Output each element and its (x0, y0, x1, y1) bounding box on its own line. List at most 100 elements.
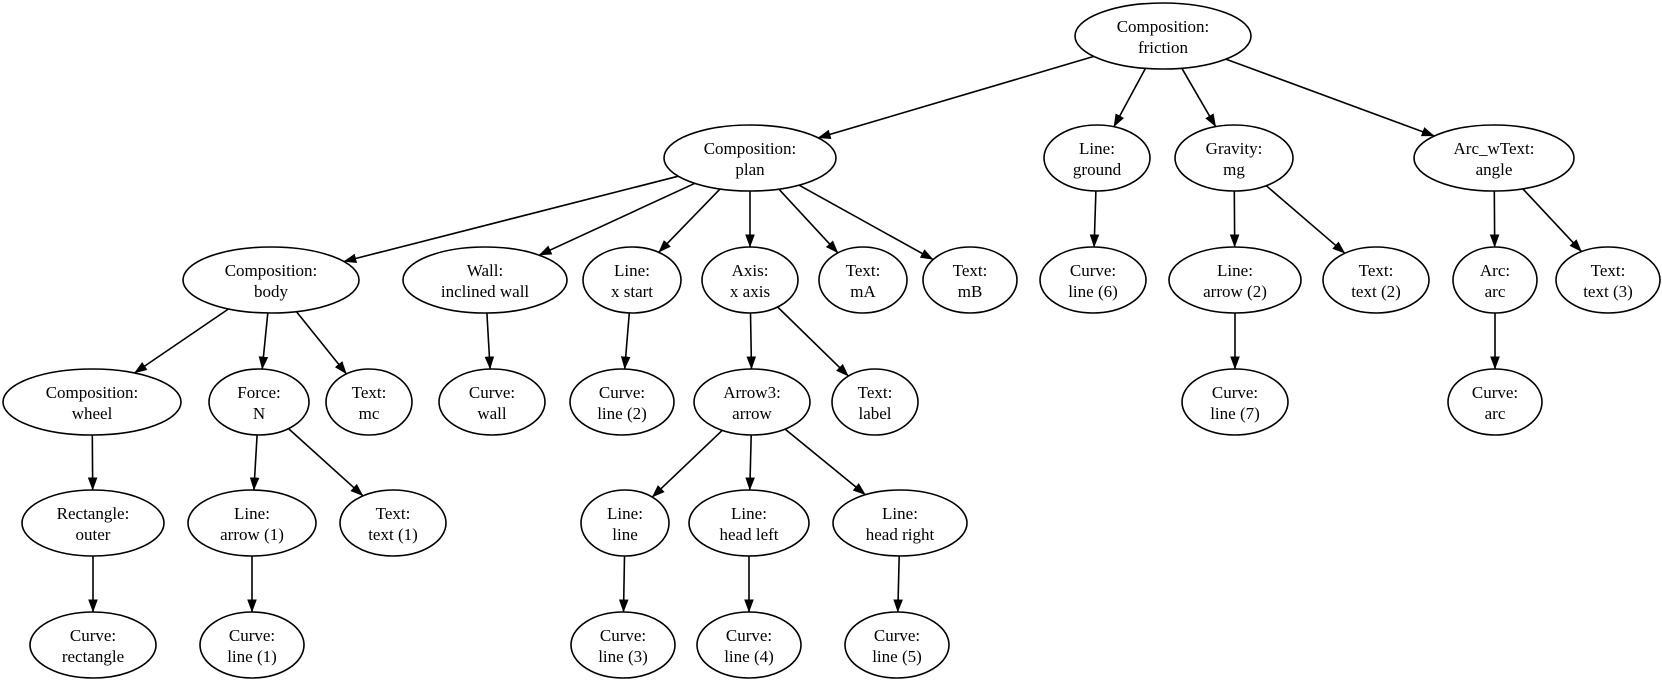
line-7-ellipse (1181, 368, 1289, 436)
head-right-label: Line:head right (866, 504, 935, 544)
inclined-wall-label: Wall:inclined wall (441, 261, 530, 301)
x-start-label-line1: Line: (614, 261, 650, 280)
line-3-label-line1: Curve: (600, 626, 646, 645)
wheel-label-line1: Composition: (46, 383, 139, 402)
line-6-label-line1: Curve: (1070, 261, 1116, 280)
curve-rect-label-line2: rectangle (62, 647, 124, 666)
line-5-label-line2: line (5) (872, 647, 922, 666)
curve-rect-label-line1: Curve: (70, 626, 116, 645)
inclined-wall-ellipse (402, 246, 568, 314)
line-node-label-line1: Line: (607, 504, 643, 523)
plan-label-line1: Composition: (704, 139, 797, 158)
edge-ground-to-line-6 (1089, 190, 1100, 248)
ground-label-line1: Line: (1079, 139, 1115, 158)
line-5-ellipse (844, 611, 950, 679)
edge-x-axis-to-text-label (777, 306, 849, 377)
node-head-right: Line:head right (832, 489, 968, 557)
line-2-label: Curve:line (2) (597, 383, 647, 423)
text-mb-label-line2: mB (958, 282, 983, 301)
node-line-2: Curve:line (2) (569, 368, 675, 436)
outer-label: Rectangle:outer (57, 504, 130, 544)
edge-body-to-text-mc (295, 311, 348, 375)
node-line-6: Curve:line (6) (1039, 246, 1147, 314)
x-axis-label-line2: x axis (730, 282, 770, 301)
line-3-label-line2: line (3) (598, 647, 648, 666)
text-3-label-line2: text (3) (1583, 282, 1633, 301)
inclined-wall-label-line2: inclined wall (441, 282, 530, 301)
edge-arrow3-to-head-left (745, 434, 755, 491)
line-1-label: Curve:line (1) (227, 626, 277, 666)
arrow-2-label-line1: Line: (1217, 261, 1253, 280)
curve-wall-label-line1: Curve: (469, 383, 515, 402)
arc-label: Arc:arc (1480, 261, 1510, 301)
angle-ellipse (1413, 124, 1575, 192)
text-3-ellipse (1555, 246, 1661, 314)
plan-label-line2: plan (735, 160, 765, 179)
edge-friction-to-plan (817, 55, 1095, 139)
angle-label-line2: angle (1476, 160, 1513, 179)
line-1-label-line1: Curve: (229, 626, 275, 645)
outer-ellipse (21, 489, 165, 557)
edge-body-to-force-n (258, 312, 269, 370)
x-start-label: Line:x start (611, 261, 653, 301)
curve-rect-label: Curve: rectangle (62, 626, 124, 666)
line-3-label: Curve: line (3) (598, 626, 648, 666)
edge-force-n-to-text-1 (287, 428, 364, 497)
node-mg: Gravity:mg (1174, 124, 1294, 192)
node-arc: Arc:arc (1452, 246, 1538, 314)
line-4-label-line2: line (4) (724, 647, 774, 666)
node-arrow-1: Line:arrow (1) (187, 489, 317, 557)
line-7-label-line1: Curve: (1212, 383, 1258, 402)
mg-ellipse (1174, 124, 1294, 192)
node-x-axis: Axis:x axis (701, 246, 799, 314)
line-2-ellipse (569, 368, 675, 436)
body-label-line1: Composition: (225, 261, 318, 280)
node-wheel: Composition:wheel (2, 368, 182, 436)
force-n-label-line1: Force: (237, 383, 280, 402)
text-ma-label: Text:mA (846, 261, 881, 301)
plan-ellipse (663, 124, 837, 192)
text-1-label-line1: Text: (376, 504, 411, 523)
text-mc-label-line2: mc (359, 404, 380, 423)
node-line-3: Curve: line (3) (570, 611, 676, 679)
text-3-label-line1: Text: (1591, 261, 1626, 280)
node-body: Composition:body (182, 246, 360, 314)
text-1-label-line2: text (1) (368, 525, 418, 544)
arrow-2-label: Line:arrow (2) (1203, 261, 1267, 301)
text-label-label-line1: Text: (858, 383, 893, 402)
arrow-1-label-line1: Line: (234, 504, 270, 523)
x-axis-ellipse (701, 246, 799, 314)
force-n-ellipse (208, 368, 310, 436)
text-2-ellipse (1322, 246, 1430, 314)
edge-mg-to-text-2 (1265, 185, 1346, 254)
edge-body-to-wheel (134, 308, 230, 374)
node-text-2: Text:text (2) (1322, 246, 1430, 314)
node-line-7: Curve:line (7) (1181, 368, 1289, 436)
line-4-label: Curve:line (4) (724, 626, 774, 666)
text-mb-label: Text:mB (953, 261, 988, 301)
head-right-label-line2: head right (866, 525, 935, 544)
node-line-node: Line:line (580, 489, 670, 557)
curve-wall-label: Curve:wall (469, 383, 515, 423)
curve-arc-ellipse (1447, 368, 1543, 436)
text-ma-label-line2: mA (850, 282, 876, 301)
arrow-1-ellipse (187, 489, 317, 557)
line-3-ellipse (570, 611, 676, 679)
text-mc-label-line1: Text: (352, 383, 387, 402)
edge-plan-to-inclined-wall (538, 182, 696, 256)
text-1-ellipse (339, 489, 447, 557)
node-outer: Rectangle:outer (21, 489, 165, 557)
angle-label-line1: Arc_wText: (1454, 139, 1535, 158)
edge-inclined-wall-to-curve-wall (484, 312, 495, 370)
head-left-label-line1: Line: (731, 504, 767, 523)
head-left-label-line2: head left (720, 525, 779, 544)
node-angle: Arc_wText:angle (1413, 124, 1575, 192)
line-1-ellipse (199, 611, 305, 679)
edge-arrow3-to-head-right (784, 428, 866, 496)
arrow3-label: Arrow3:arrow (723, 383, 781, 423)
body-label: Composition:body (225, 261, 318, 301)
text-ma-ellipse (818, 246, 908, 314)
ground-label: Line:ground (1073, 139, 1122, 179)
friction-label-line2: friction (1138, 38, 1189, 57)
